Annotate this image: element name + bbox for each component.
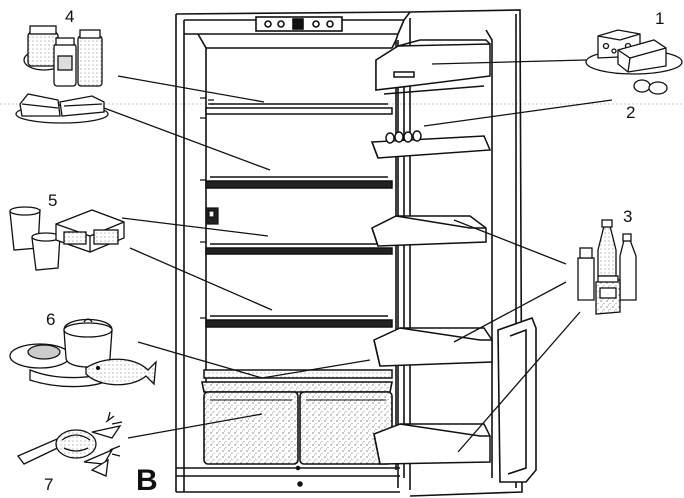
- shelf-2: [205, 176, 393, 189]
- shelf-1: [205, 103, 393, 115]
- label-2: 2: [626, 103, 635, 122]
- callout-numbers: 1 2 3 4 5 6 7: [44, 7, 664, 494]
- label-4: 4: [65, 7, 74, 26]
- leader-5b: [129, 247, 273, 311]
- fridge-cabinet: [175, 11, 411, 492]
- door-dairy-compartment: [375, 39, 491, 95]
- label-6: 6: [46, 310, 55, 329]
- label-3: 3: [623, 207, 632, 226]
- door-shelf-middle: [371, 215, 487, 247]
- fridge-plinth: [176, 465, 400, 493]
- glass-shelves: [203, 103, 393, 379]
- crisper-drawers: [201, 381, 393, 465]
- yogurt-containers-icon: [9, 206, 125, 271]
- leader-3a: [453, 219, 567, 265]
- shelf-5-crisper-cover: [203, 369, 393, 379]
- leader-lines: [103, 59, 613, 453]
- leader-5a: [121, 217, 269, 237]
- door-bottle-shelf-upper: [373, 327, 493, 367]
- door-egg-shelf: [370, 130, 492, 159]
- leader-4a: [117, 75, 265, 103]
- leader-7: [127, 413, 263, 439]
- vegetables-icon: [16, 411, 123, 477]
- leader-3c: [457, 311, 581, 453]
- shelf-3: [205, 243, 393, 255]
- leader-3b: [453, 281, 567, 343]
- cheese-butter-icon: [585, 29, 683, 95]
- bottles-icon: [577, 219, 637, 315]
- label-1: 1: [655, 9, 664, 28]
- door-bottle-shelf-lower: [373, 423, 491, 465]
- leader-6: [137, 341, 371, 379]
- leader-2: [423, 99, 613, 127]
- leader-1: [431, 59, 587, 65]
- crisper-drawer-left: [203, 391, 299, 465]
- shelf-clip: [205, 207, 219, 225]
- figure-letter: B: [136, 464, 158, 497]
- jars-cake-icon: [15, 25, 109, 124]
- label-7: 7: [44, 475, 53, 494]
- fridge-door: [397, 9, 537, 497]
- shelf-4: [205, 315, 393, 328]
- leader-4b: [103, 107, 271, 171]
- pot-meat-fish-icon: [9, 318, 157, 388]
- label-5: 5: [48, 191, 57, 210]
